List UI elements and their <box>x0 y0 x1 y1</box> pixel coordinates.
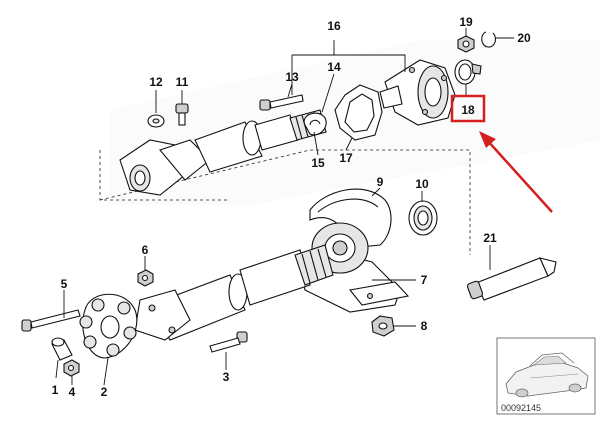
leader-lines <box>55 28 514 386</box>
highlight-arrow <box>479 131 553 213</box>
part-20-circlip <box>481 31 497 48</box>
vehicle-thumbnail: 00092145 <box>496 337 596 415</box>
part-19-nut <box>457 35 475 53</box>
rear-shaft-assembly <box>134 244 334 341</box>
callout-16: 16 <box>327 19 341 33</box>
callout-7: 7 <box>421 273 428 287</box>
part-1-sleeve <box>51 337 73 361</box>
part-4-nut <box>63 359 80 377</box>
part-21-grease-tube <box>466 257 557 301</box>
callout-11: 11 <box>176 75 189 89</box>
callout-21: 21 <box>483 231 497 245</box>
callout-18: 18 <box>461 103 475 117</box>
middle-panel-outline <box>99 149 471 255</box>
rear-shaft-neck <box>239 249 311 306</box>
callout-6: 6 <box>142 243 149 257</box>
car-icon <box>505 352 589 398</box>
callout-17: 17 <box>339 151 353 165</box>
part-6-nut <box>137 269 154 287</box>
callout-13: 13 <box>285 70 299 84</box>
callout-12: 12 <box>149 75 163 89</box>
callout-15: 15 <box>311 156 325 170</box>
callout-5: 5 <box>61 277 68 291</box>
callout-1: 1 <box>52 383 59 397</box>
part-3-bolt <box>209 331 248 353</box>
thumbnail-code: 00092145 <box>501 403 541 413</box>
callout-18-highlight-box <box>450 94 486 123</box>
callout-10: 10 <box>415 177 429 191</box>
callout-19: 19 <box>459 15 473 29</box>
part-5-bolt <box>21 309 81 332</box>
part-12-washer <box>147 114 165 128</box>
part-18-seal-ring <box>454 59 482 85</box>
callout-20: 20 <box>517 31 531 45</box>
callout-3: 3 <box>223 370 230 384</box>
callout-14: 14 <box>327 60 341 74</box>
part-16-joint-housing <box>379 59 456 126</box>
part-17-flange-ring <box>334 84 383 141</box>
part-10-bearing-seal <box>408 200 438 236</box>
part-13-bolt <box>259 94 304 111</box>
part-8-nut <box>371 315 395 337</box>
callout-8: 8 <box>421 319 428 333</box>
yoke-bore-inner <box>134 170 146 186</box>
part-9-bearing-dust-cover <box>309 188 392 249</box>
callout-2: 2 <box>101 385 108 399</box>
callout-9: 9 <box>377 175 384 189</box>
part-2-flex-disc <box>79 293 138 359</box>
callout-4: 4 <box>69 385 76 399</box>
